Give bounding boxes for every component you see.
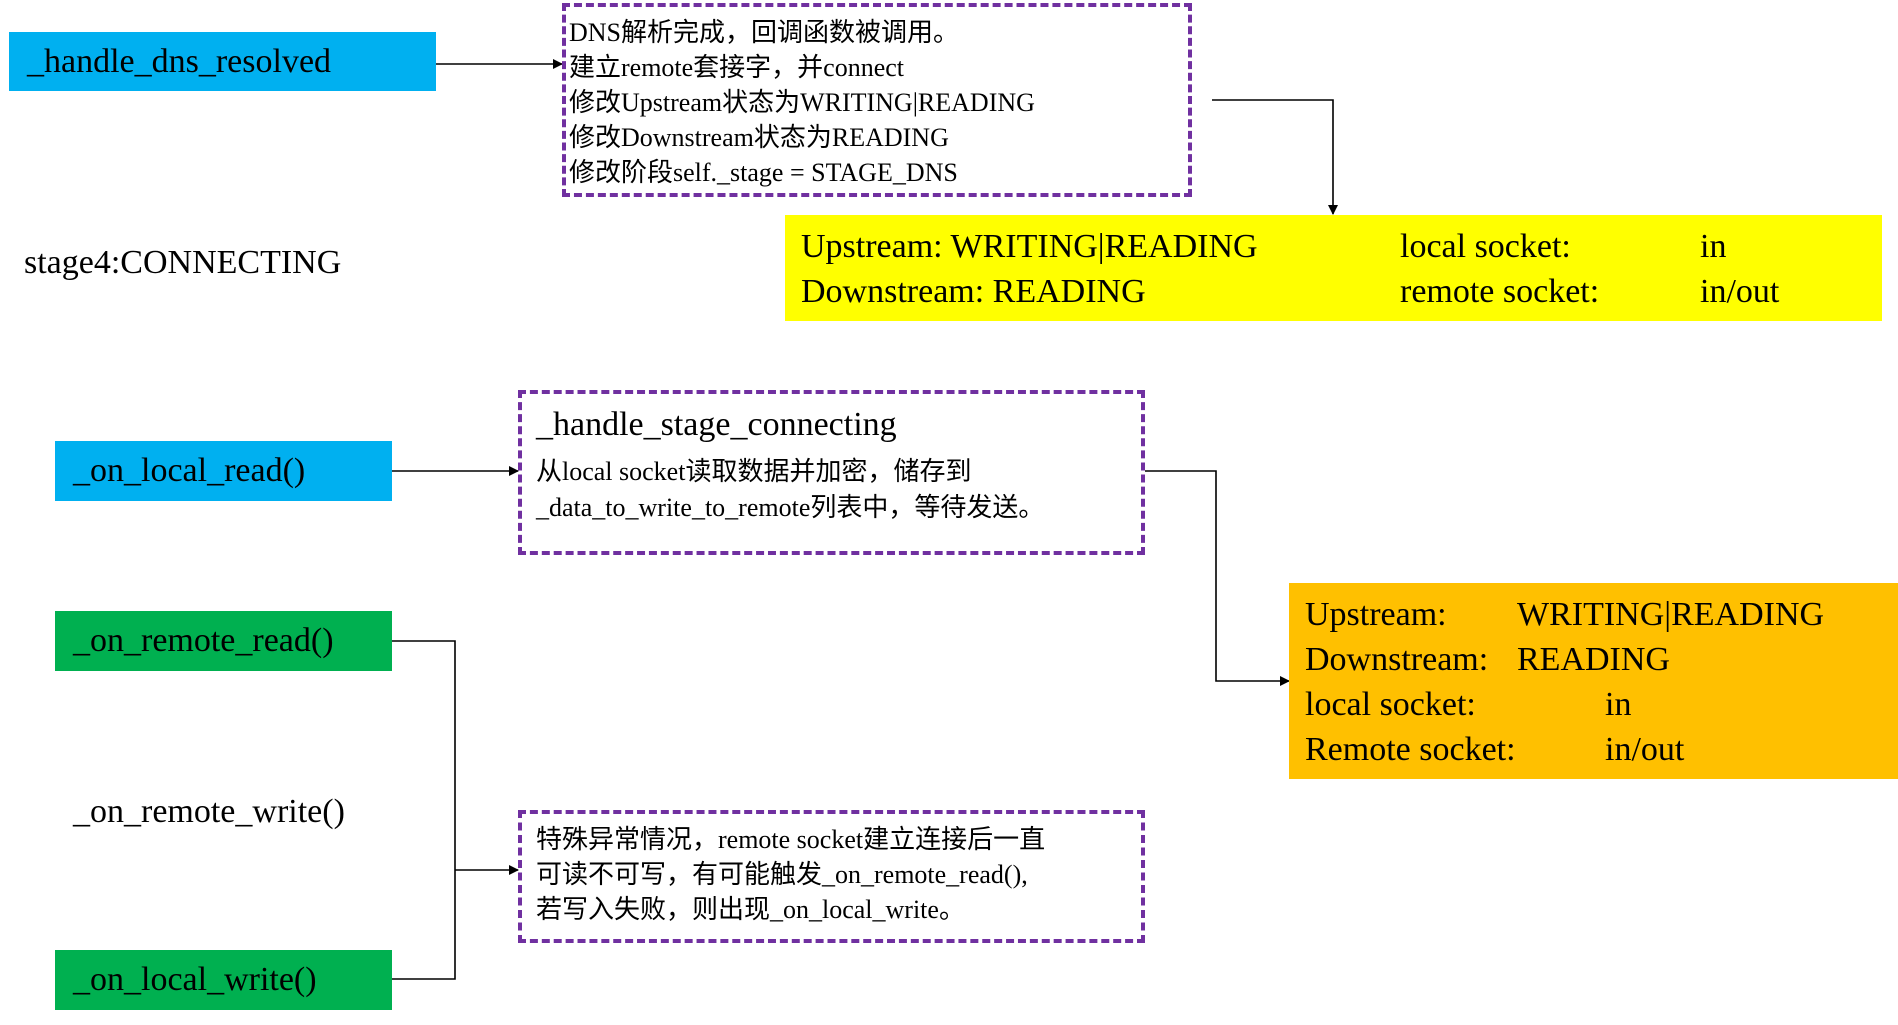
handle-dns-resolved-box: _handle_dns_resolved <box>9 32 436 91</box>
arrow-note-to-yellow-state <box>1212 99 1338 215</box>
stage-connecting-line-2: _data_to_write_to_remote列表中，等待发送。 <box>536 493 1045 522</box>
on-local-write-label: _on_local_write() <box>73 961 317 998</box>
dns-note-line-1: DNS解析完成，回调函数被调用。 <box>569 18 960 47</box>
state2-downstream-label: Downstream: <box>1305 641 1489 678</box>
state2-remote-socket-label: Remote socket: <box>1305 731 1516 768</box>
stage-connecting-note: _handle_stage_connecting 从local socket读取… <box>518 390 1145 555</box>
state-remote-socket-value: in/out <box>1700 273 1780 310</box>
state-local-socket-label: local socket: <box>1400 228 1571 265</box>
state-after-dns-box: Upstream: WRITING|READING Downstream: RE… <box>785 215 1882 321</box>
state-after-connecting-box: Upstream: WRITING|READING Downstream: RE… <box>1289 583 1898 779</box>
exception-line-1: 特殊异常情况，remote socket建立连接后一直 <box>536 825 1046 854</box>
state2-local-socket-label: local socket: <box>1305 686 1476 723</box>
state2-remote-socket-value: in/out <box>1605 731 1685 768</box>
stage-label: stage4:CONNECTING <box>24 244 342 281</box>
stage-connecting-heading: _handle_stage_connecting <box>536 406 897 443</box>
on-remote-write-box: _on_remote_write() <box>55 782 392 842</box>
bracket-remote-read-local-write <box>392 640 456 980</box>
exception-note: 特殊异常情况，remote socket建立连接后一直 可读不可写，有可能触发_… <box>518 810 1145 943</box>
stage-connecting-line-1: 从local socket读取数据并加密，储存到 <box>536 457 972 486</box>
on-local-read-box: _on_local_read() <box>55 441 392 501</box>
dns-note-line-2: 建立remote套接字，并connect <box>569 53 905 82</box>
dns-note-line-4: 修改Downstream状态为READING <box>569 123 949 152</box>
on-remote-read-label: _on_remote_read() <box>73 622 334 659</box>
state-local-socket-value: in <box>1700 228 1727 265</box>
dns-resolved-note: DNS解析完成，回调函数被调用。 建立remote套接字，并connect 修改… <box>562 3 1192 197</box>
state2-downstream-value: READING <box>1517 641 1670 678</box>
on-local-read-label: _on_local_read() <box>73 452 306 489</box>
on-remote-read-box: _on_remote_read() <box>55 611 392 671</box>
dns-note-line-3: 修改Upstream状态为WRITING|READING <box>569 88 1035 117</box>
state-downstream: Downstream: READING <box>801 273 1146 310</box>
on-local-write-box: _on_local_write() <box>55 950 392 1010</box>
state-upstream: Upstream: WRITING|READING <box>801 228 1258 265</box>
state-remote-socket-label: remote socket: <box>1400 273 1600 310</box>
state2-upstream-label: Upstream: <box>1305 596 1447 633</box>
exception-line-2: 可读不可写，有可能触发_on_remote_read(), <box>536 860 1028 889</box>
state2-local-socket-value: in <box>1605 686 1632 723</box>
exception-line-3: 若写入失败，则出现_on_local_write。 <box>536 895 965 924</box>
state2-upstream-value: WRITING|READING <box>1517 596 1825 633</box>
arrow-note-to-orange-state <box>1145 470 1290 686</box>
handle-dns-resolved-label: _handle_dns_resolved <box>27 42 332 80</box>
on-remote-write-label: _on_remote_write() <box>73 793 345 830</box>
dns-note-line-5: 修改阶段self._stage = STAGE_DNS <box>569 158 958 187</box>
